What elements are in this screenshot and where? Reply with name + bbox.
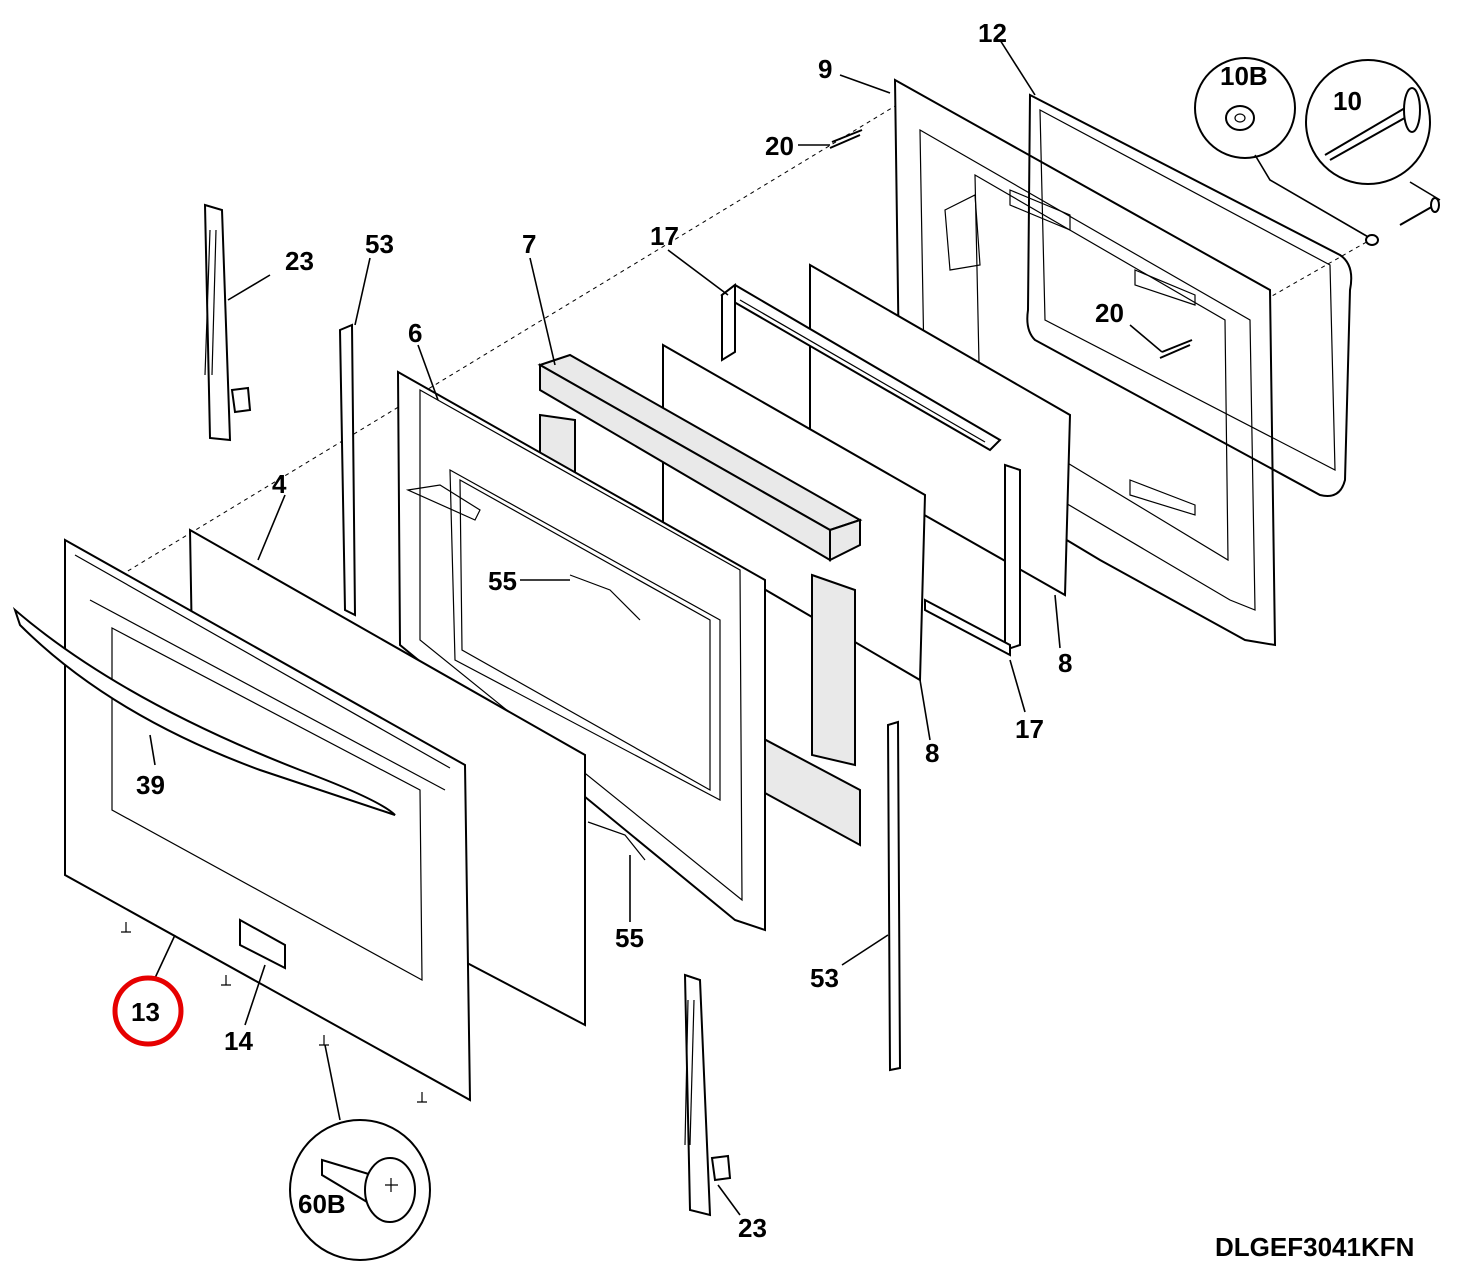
- callout-9: 9: [818, 54, 832, 84]
- door-screws: [121, 922, 427, 1103]
- callout-60b: 60B: [298, 1189, 346, 1219]
- callout-12: 12: [978, 18, 1007, 48]
- callout-8-rear: 8: [1058, 648, 1072, 678]
- clip-part-20-upper: [829, 129, 863, 149]
- door-gasket-part-12: [1026, 93, 1353, 497]
- highlight-circle-callout-13: [112, 975, 184, 1047]
- washer-part-10b-detail: [1194, 57, 1379, 246]
- callout-17-upper: 17: [650, 221, 679, 251]
- clip-part-20-lower: [1159, 339, 1193, 359]
- screw-part-10-detail: [1305, 59, 1441, 226]
- callout-10b: 10B: [1220, 61, 1268, 91]
- callout-13: 13: [131, 997, 160, 1027]
- screw-part-60b-detail: [289, 1044, 431, 1261]
- callout-6: 6: [408, 318, 422, 348]
- badge-part-14: [239, 918, 286, 970]
- outer-door-panel-part-13: [64, 538, 472, 1102]
- hinge-part-23-upper: [203, 203, 252, 442]
- callout-55-upper: 55: [488, 566, 517, 596]
- trim-strip-part-53-right: [886, 720, 902, 1072]
- callout-53-upper: 53: [365, 229, 394, 259]
- door-handle-part-39: [12, 606, 396, 816]
- callout-39: 39: [136, 770, 165, 800]
- callout-20-lower: 20: [1095, 298, 1124, 328]
- callout-17-lower: 17: [1015, 714, 1044, 744]
- callout-53-lower: 53: [810, 963, 839, 993]
- glass-support-part-17-lower: [924, 463, 1021, 657]
- callout-labels: 12 9 10B 10 20 20 23 53 7 17 6 4 55 8 8 …: [131, 18, 1362, 1243]
- callout-23-lower: 23: [738, 1213, 767, 1243]
- hinge-receiver-part-55-lower: [587, 821, 646, 861]
- model-number: DLGEF3041KFN: [1215, 1232, 1414, 1262]
- callout-55-lower: 55: [615, 923, 644, 953]
- leader-lines: [149, 39, 1163, 1216]
- inner-door-part-6: [396, 370, 766, 932]
- callout-20-upper: 20: [765, 131, 794, 161]
- hinge-part-23-lower: [683, 973, 732, 1217]
- callout-10: 10: [1333, 86, 1362, 116]
- glass-support-part-17-upper: [720, 282, 1002, 452]
- trim-strip-part-53-left: [338, 323, 357, 617]
- callout-4: 4: [272, 469, 287, 499]
- callout-7: 7: [522, 229, 536, 259]
- callout-8-front: 8: [925, 738, 939, 768]
- callout-14: 14: [224, 1026, 253, 1056]
- hinge-receiver-part-55-upper: [405, 484, 641, 621]
- callout-23-upper: 23: [285, 246, 314, 276]
